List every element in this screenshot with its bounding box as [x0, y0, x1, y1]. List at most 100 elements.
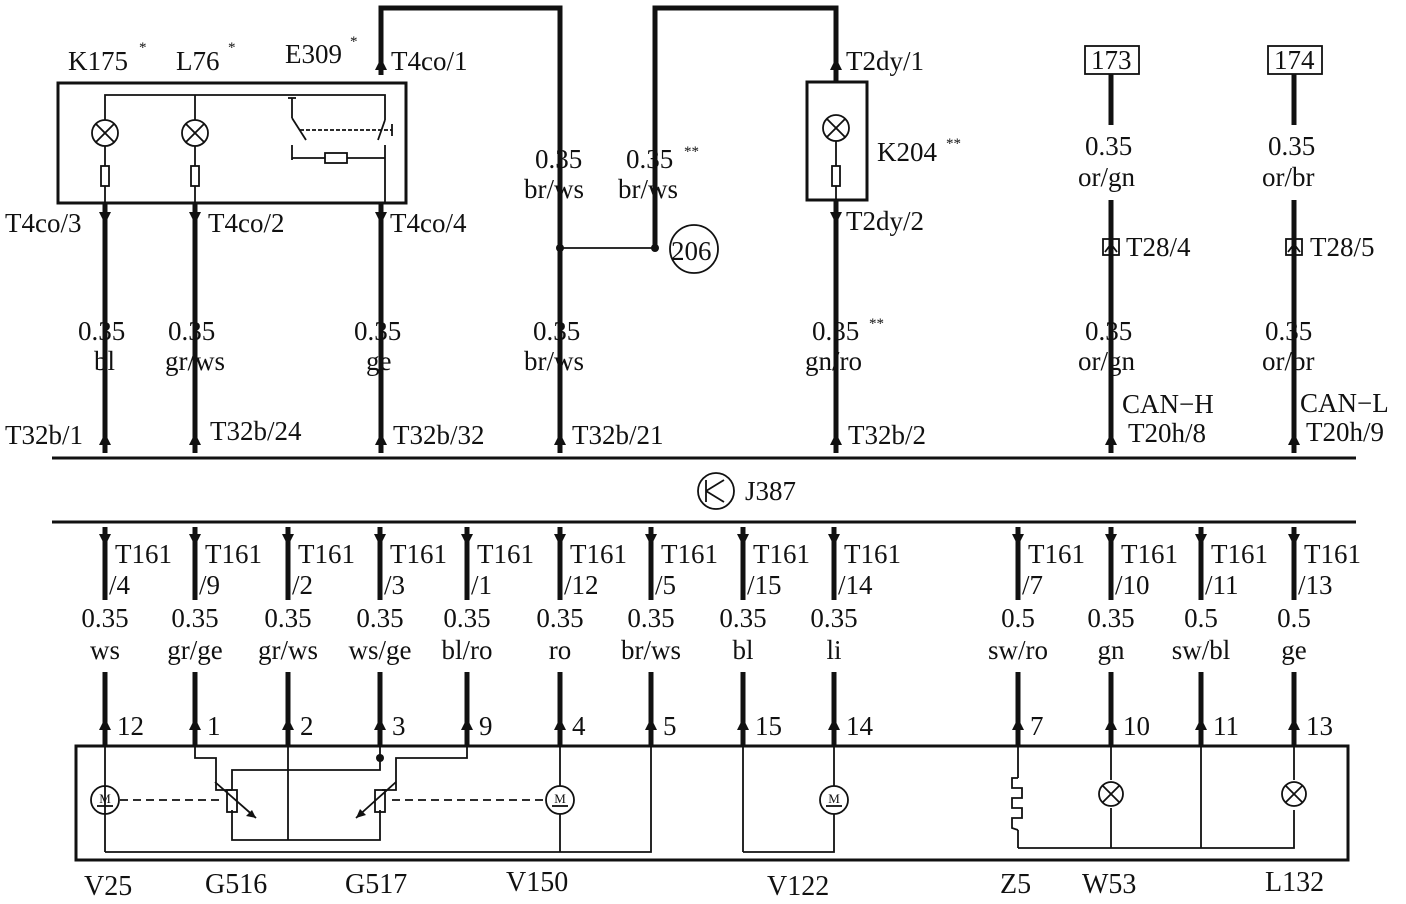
mid-wire-2-size: 0.35	[168, 316, 215, 346]
bottom-connector-pin-10: /7	[1022, 570, 1043, 600]
bottom-wire-size-4: 0.35	[356, 603, 403, 633]
label-l76: L76	[176, 46, 220, 76]
bottom-wire-color-8: bl	[732, 635, 753, 665]
component-pin-number-2: 1	[207, 711, 221, 741]
mid-wire-1-size: 0.35	[78, 316, 125, 346]
mid-wire-5-pin: T32b/2	[848, 420, 926, 450]
bottom-wire-color-4: ws/ge	[349, 635, 412, 665]
lamp-k175-icon	[91, 119, 119, 147]
connector-t4co1: T4co/1	[391, 46, 467, 76]
component-pin-arrow-11	[1105, 718, 1117, 730]
bottom-wire-size-7: 0.35	[627, 603, 674, 633]
mid-wire-3-size: 0.35	[354, 316, 401, 346]
bottom-connector-4: T161	[390, 539, 447, 569]
lamp-k204-icon	[822, 114, 850, 142]
bottom-connector-7: T161	[661, 539, 718, 569]
bottom-wire-color-10: sw/ro	[988, 635, 1048, 665]
bottom-connector-pin-5: /1	[471, 570, 492, 600]
mid-wire-6-color: or/gn	[1078, 346, 1135, 376]
bottom-pin-arrow-5	[461, 534, 473, 546]
bottom-connector-9: T161	[844, 539, 901, 569]
mid-wire-2-color: gr/ws	[165, 346, 225, 376]
bottom-connector-pin-11: /10	[1115, 570, 1150, 600]
bottom-wire-size-9: 0.35	[810, 603, 857, 633]
wire-can-l-top-size: 0.35	[1268, 131, 1315, 161]
lamp-l132-icon	[1281, 781, 1307, 807]
mid-wire-1-pin: T32b/1	[5, 420, 83, 450]
bottom-connector-6: T161	[570, 539, 627, 569]
bottom-connector-pin-1: /4	[109, 570, 131, 600]
component-g517: G517	[345, 869, 407, 900]
lamp-l76-icon	[181, 119, 209, 147]
wire-can-l-top-color: or/br	[1262, 162, 1314, 192]
component-pin-number-13: 13	[1306, 711, 1333, 741]
mid-wire-6-pin: T20h/8	[1128, 418, 1206, 448]
bottom-wire-size-10: 0.5	[1001, 603, 1035, 633]
wire-top2-size: 0.35	[626, 144, 673, 174]
star-l76: *	[228, 40, 236, 56]
component-pin-number-11: 10	[1123, 711, 1150, 741]
bottom-connector-8: T161	[753, 539, 810, 569]
component-pin-arrow-4	[374, 718, 386, 730]
component-z5: Z5	[1000, 869, 1031, 900]
bottom-wire-size-11: 0.35	[1087, 603, 1134, 633]
bottom-connector-pin-6: /12	[564, 570, 599, 600]
wire-top1-size: 0.35	[535, 144, 582, 174]
bottom-wire-color-11: gn	[1098, 635, 1126, 665]
mid-wire-5-size: 0.35	[812, 316, 859, 346]
wire-top1-color: br/ws	[524, 174, 584, 204]
mid-wire-6-bus: CAN−H	[1122, 389, 1214, 419]
component-pin-arrow-10	[1012, 718, 1024, 730]
bottom-pin-arrow-9	[828, 534, 840, 546]
wire-can-h-top-size: 0.35	[1085, 131, 1132, 161]
bottom-pin-arrow-6	[554, 534, 566, 546]
bottom-connector-3: T161	[298, 539, 355, 569]
bottom-connector-pin-4: /3	[384, 570, 405, 600]
component-pin-number-8: 15	[755, 711, 782, 741]
component-pin-number-10: 7	[1030, 711, 1044, 741]
bottom-connector-10: T161	[1028, 539, 1085, 569]
switch-module-box	[56, 81, 408, 205]
bottom-wire-color-9: li	[826, 635, 841, 665]
bottom-wires: T161/40.35ws12T161/90.35gr/ge1T161/20.35…	[81, 527, 1361, 746]
bottom-wire-color-1: ws	[90, 635, 120, 665]
bottom-wire-size-12: 0.5	[1184, 603, 1218, 633]
component-pin-number-6: 4	[572, 711, 586, 741]
bottom-wire-size-1: 0.35	[81, 603, 128, 633]
ref-206-circle	[669, 224, 719, 274]
bottom-connector-pin-3: /2	[292, 570, 313, 600]
component-pin-arrow-9	[828, 718, 840, 730]
mid-wire-7-bus: CAN−L	[1300, 388, 1389, 418]
mid-wire-7-color: or/br	[1262, 346, 1314, 376]
connector-t4co3: T4co/3	[5, 208, 81, 238]
bottom-wire-size-8: 0.35	[719, 603, 766, 633]
bottom-pin-arrow-12	[1195, 534, 1207, 546]
label-k175: K175	[68, 46, 128, 76]
component-v25: V25	[84, 871, 132, 902]
control-unit-label: J387	[745, 476, 796, 506]
mid-wire-2-pin: T32b/24	[210, 416, 302, 446]
bottom-connector-12: T161	[1211, 539, 1268, 569]
motor-v122-icon: M	[819, 785, 849, 815]
component-l132: L132	[1265, 867, 1324, 898]
mid-wire-4-size: 0.35	[533, 316, 580, 346]
connector-t4co2: T4co/2	[208, 208, 284, 238]
motor-v150-icon: M	[545, 785, 575, 815]
lamp-w53-icon	[1098, 781, 1124, 807]
mid-wire-7-size: 0.35	[1265, 316, 1312, 346]
star-k204: **	[946, 136, 961, 152]
bottom-pin-arrow-3	[282, 534, 294, 546]
bottom-wire-color-5: bl/ro	[442, 635, 493, 665]
component-pin-arrow-2	[189, 718, 201, 730]
component-g516: G516	[205, 869, 267, 900]
component-pin-arrow-12	[1195, 718, 1207, 730]
star-e309: *	[350, 34, 358, 50]
mid-wire-7-pin: T20h/9	[1306, 417, 1384, 447]
connector-t4co4: T4co/4	[390, 208, 467, 238]
bottom-connector-pin-13: /13	[1298, 570, 1333, 600]
bottom-wire-color-12: sw/bl	[1172, 635, 1231, 665]
bottom-pin-arrow-13	[1288, 534, 1300, 546]
label-e309: E309	[285, 39, 342, 69]
component-v150: V150	[506, 867, 568, 898]
bottom-wire-color-3: gr/ws	[258, 635, 318, 665]
